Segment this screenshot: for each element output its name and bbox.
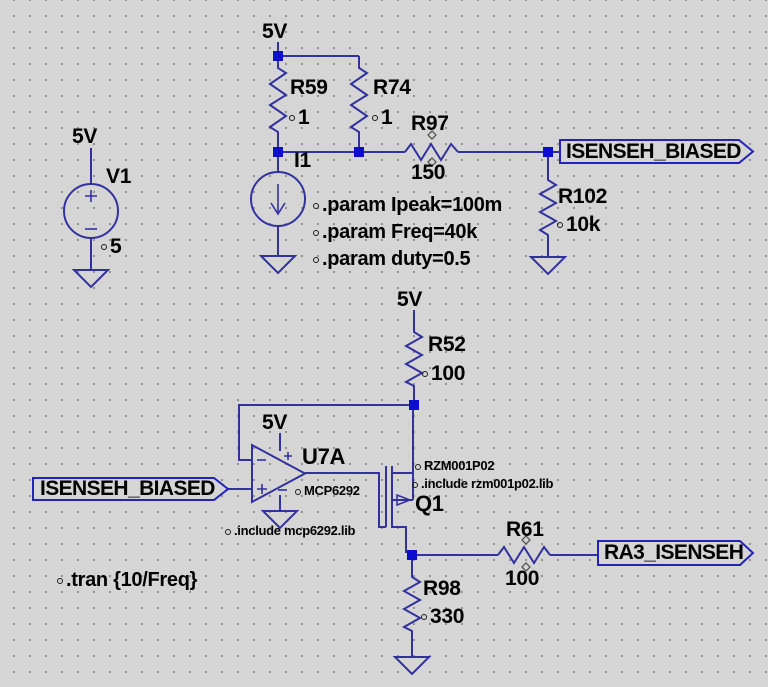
junction-nodes [273,51,553,560]
resistor-R74-symbol[interactable] [349,56,369,152]
i1-circle[interactable] [250,171,306,227]
u7a-model-label[interactable]: MCP6292 [295,483,360,498]
r59-value-label[interactable]: 1 [289,106,310,130]
directive-tran[interactable]: .tran {10/Freq} [57,569,197,592]
r61-name-label[interactable]: R61 [506,518,544,541]
r61-value-label[interactable]: 100 [505,567,540,590]
r98-name-label[interactable]: R98 [423,577,461,600]
net-flag-isenseh-biased-source[interactable] [559,139,755,164]
v1-name-label[interactable]: V1 [106,165,132,188]
r98-value-label[interactable]: 330 [421,605,464,629]
r59-name-label[interactable]: R59 [290,76,328,99]
opamp-noninverting-input-plus-icon [257,484,267,494]
directive-include-mosfet[interactable]: .include rzm001p02.lib [412,476,553,491]
node-dot [273,147,283,157]
resistors[interactable] [268,56,568,676]
anchor-markers [427,130,531,572]
resistor-R98-symbol[interactable] [401,555,423,657]
directive-param-duty[interactable]: .param duty=0.5 [313,248,471,271]
node-dot [354,147,364,157]
r74-name-label[interactable]: R74 [373,76,411,99]
q1-stubs[interactable] [392,472,413,553]
node-dot [409,400,419,410]
net-label-isenseh-biased-source-text[interactable]: ISENSEH_BIASED [566,140,741,163]
directive-include-opamp[interactable]: .include mcp6292.lib [225,523,355,538]
opamp-vplus-icon [284,452,292,460]
power-label-opamp[interactable]: 5V [262,411,288,434]
net-flag-isenseh-biased-input[interactable] [32,477,230,501]
power-label-divider[interactable]: 5V [262,20,288,43]
ground-symbol-opamp[interactable] [260,510,300,530]
i1-name-label[interactable]: I1 [294,149,311,172]
net-label-isenseh-biased-input-text[interactable]: ISENSEH_BIASED [40,477,215,500]
v1-value-label[interactable]: 5 [101,235,122,259]
anchor-diamond-icon [427,130,437,140]
wire-opamp-out-to-gate[interactable] [305,472,386,528]
q1-body-arrow-icon [396,493,413,507]
v1-circle[interactable] [63,183,119,239]
wire-feedback[interactable] [238,404,414,461]
i1-arrow-down-icon [270,184,286,216]
wires[interactable] [228,42,598,556]
resistor-R97-symbol[interactable] [404,142,459,162]
r102-name-label[interactable]: R102 [558,185,608,208]
anchor-diamond-icon [427,157,437,167]
r52-value-label[interactable]: 100 [422,362,465,386]
ground-symbol-r102[interactable] [528,256,568,276]
u7a-name-label[interactable]: U7A [302,444,346,469]
r97-name-label[interactable]: R97 [411,112,449,135]
directive-param-ipeak[interactable]: .param Ipeak=100m [313,194,502,217]
q1-name-label[interactable]: Q1 [415,491,444,516]
ground-symbol-r98[interactable] [392,656,432,676]
node-dot [273,51,283,61]
voltage-source-v1-symbol[interactable] [63,148,119,289]
node-dot [407,550,417,560]
anchor-diamond-icon [521,562,531,572]
power-label-r52[interactable]: 5V [397,288,423,311]
r102-value-label[interactable]: 10k [557,213,600,237]
net-flag-ra3-isenseh[interactable] [597,540,755,566]
resistor-R102-symbol[interactable] [537,152,559,257]
ground-symbol-v1[interactable] [71,269,111,289]
directive-param-freq[interactable]: .param Freq=40k [313,221,477,244]
mosfet-q1-symbol[interactable] [385,466,413,553]
r52-name-label[interactable]: R52 [428,333,466,356]
opamp-triangle[interactable] [251,443,308,504]
q1-model-label[interactable]: RZM001P02 [415,458,495,473]
node-dot [543,147,553,157]
resistor-R59-symbol[interactable] [268,56,288,152]
r97-value-label[interactable]: 150 [411,161,446,184]
anchor-diamond-icon [521,535,531,545]
resistor-R61-symbol[interactable] [497,545,551,565]
r74-value-label[interactable]: 1 [372,106,393,130]
net-label-ra3-isenseh-text[interactable]: RA3_ISENSEH [604,541,744,564]
opamp-u7a-symbol[interactable] [251,433,308,530]
power-label-v1[interactable]: 5V [72,125,98,148]
ground-symbol-i1[interactable] [258,255,298,275]
net-flags[interactable] [32,139,755,566]
v1-plus-sign [85,190,97,202]
resistor-R52-symbol[interactable] [403,310,425,405]
